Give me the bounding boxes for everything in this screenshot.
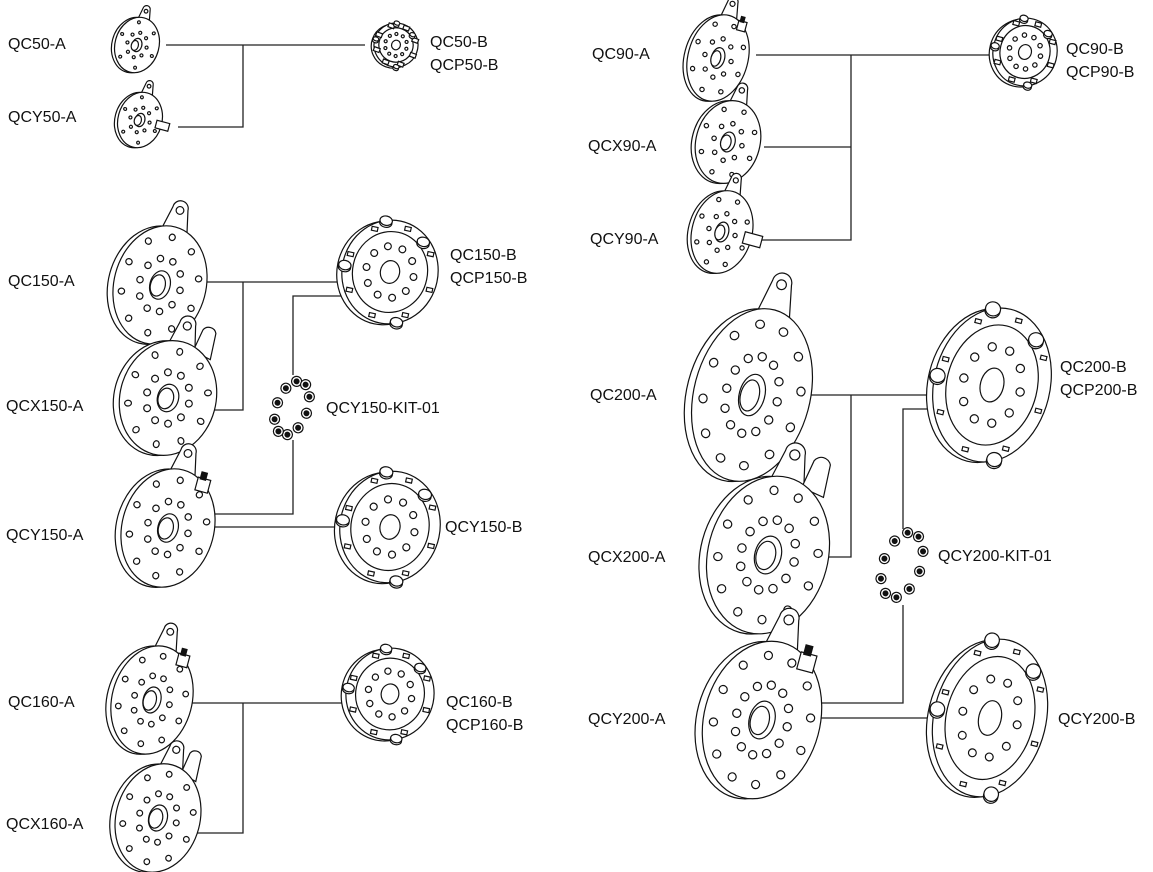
qcy150-b-label: QCY150-B xyxy=(445,519,523,536)
qcx200-a-label: QCX200-A xyxy=(588,549,666,566)
qc200-connectors xyxy=(808,394,937,719)
qcy200-kit-drawing xyxy=(875,527,929,603)
qcy150-b-drawing xyxy=(333,466,441,589)
qcy90-a-drawing xyxy=(686,172,764,275)
qcx200-a-drawing xyxy=(698,442,831,635)
qcp160-b-label: QCP160-B xyxy=(446,717,524,734)
qc150-b-label: QC150-B xyxy=(450,247,517,264)
qcy150-a-drawing xyxy=(114,443,216,588)
qcy150-kit-label: QCY150-KIT-01 xyxy=(326,400,440,417)
qc200-b-drawing xyxy=(925,301,1052,470)
qc90-a-drawing xyxy=(682,0,750,102)
qcx90-a-drawing xyxy=(690,82,762,185)
qc160-connectors xyxy=(186,702,347,834)
qc160-a-drawing xyxy=(105,622,194,755)
qc90-b-label: QC90-B xyxy=(1066,41,1124,58)
qcy200-kit-label: QCY200-KIT-01 xyxy=(938,548,1052,565)
qc90-connectors xyxy=(756,54,990,241)
qc90-b-drawing xyxy=(988,14,1058,91)
qcp200-b-label: QCP200-B xyxy=(1060,382,1138,399)
qc200-a-label: QC200-A xyxy=(590,387,657,404)
qcx160-a-drawing xyxy=(109,740,202,872)
qc160-a-label: QC160-A xyxy=(8,694,75,711)
qcx90-a-label: QCX90-A xyxy=(588,138,657,155)
qcy50-a-drawing xyxy=(113,80,171,149)
qc200-a-drawing xyxy=(683,272,814,483)
qc50-connectors xyxy=(166,44,365,128)
qc160-b-drawing xyxy=(340,643,435,746)
qcy200-a-label: QCY200-A xyxy=(588,711,666,728)
qc200-b-label: QC200-B xyxy=(1060,359,1127,376)
qc160-b-label: QC160-B xyxy=(446,694,513,711)
qc50-b-drawing xyxy=(370,20,420,72)
qcy50-a-label: QCY50-A xyxy=(8,109,77,126)
qcy150-kit-drawing xyxy=(269,375,315,441)
qc50-b-label: QC50-B xyxy=(430,34,488,51)
qc150-a-drawing xyxy=(106,200,208,345)
qcy150-a-label: QCY150-A xyxy=(6,527,84,544)
qc50-a-drawing xyxy=(110,5,161,74)
qc150-a-label: QC150-A xyxy=(8,273,75,290)
qcx160-a-label: QCX160-A xyxy=(6,816,84,833)
qcy200-a-drawing xyxy=(694,607,823,800)
qcy90-a-label: QCY90-A xyxy=(590,231,659,248)
qcp150-b-label: QCP150-B xyxy=(450,270,528,287)
qcy200-b-label: QCY200-B xyxy=(1058,711,1136,728)
qcx150-a-label: QCX150-A xyxy=(6,398,84,415)
qcp90-b-label: QCP90-B xyxy=(1066,64,1135,81)
qc50-a-label: QC50-A xyxy=(8,36,66,53)
qc90-a-label: QC90-A xyxy=(592,46,650,63)
qcx150-a-drawing xyxy=(112,315,218,457)
qcy200-b-drawing xyxy=(925,632,1049,804)
qc150-connectors xyxy=(200,281,347,528)
qc150-b-drawing xyxy=(336,215,439,330)
qcp50-b-label: QCP50-B xyxy=(430,57,499,74)
